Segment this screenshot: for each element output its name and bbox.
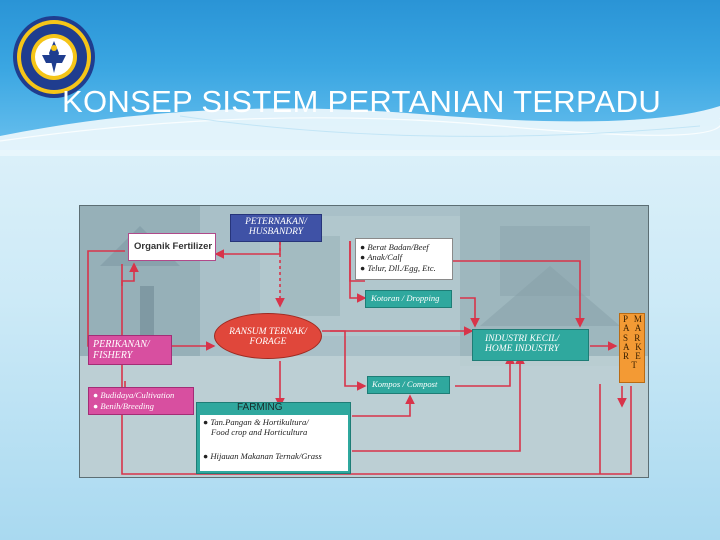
header-swoosh [0, 106, 720, 156]
forage-oval: RANSUM TERNAK/ FORAGE [214, 313, 322, 359]
organic-fertilizer-box: Organik Fertilizer [128, 233, 216, 261]
fishery-item-breeding: ● Benih/Breeding [93, 400, 154, 411]
market-box: P M A A S R A K R E T [619, 313, 645, 383]
compost-box: Kompos / Compost [367, 376, 450, 394]
farming-item-food-crop-en: Food crop and Horticultura [211, 427, 308, 438]
home-industry-label-2: HOME INDUSTRY [485, 343, 559, 354]
header-band [0, 0, 720, 156]
output-calf: ● Anak/Calf [360, 252, 403, 263]
output-egg: ● Telur, Dll./Egg, Etc. [360, 262, 436, 273]
forage-label-1: RANSUM TERNAK/ [229, 327, 307, 337]
farming-item-grass: ● Hijauan Makanan Ternak/Grass [203, 451, 322, 462]
farming-items: ● Tan.Pangan & Hortikultura/ Food crop a… [200, 415, 348, 471]
flow-arrows [87, 215, 632, 475]
fishery-label-1: PERIKANAN/ [93, 339, 150, 350]
university-seal-icon [13, 16, 95, 98]
husbandry-outputs-box: ● Berat Badan/Beef ● Anak/Calf ● Telur, … [355, 238, 453, 280]
forage-label-2: FORAGE [249, 337, 287, 348]
farming-item-food-crop: ● Tan.Pangan & Hortikultura/ [203, 417, 309, 427]
farming-box: FARMING ● Tan.Pangan & Hortikultura/ Foo… [196, 402, 351, 474]
dropping-box: Kotoran / Dropping [365, 290, 452, 308]
husbandry-label-1: PETERNAKAN/ [245, 217, 307, 227]
fishery-item-cultivation: ● Budidaya/Cultivation [93, 390, 175, 400]
husbandry-box: PETERNAKAN/ HUSBANDRY [230, 214, 322, 242]
home-industry-label-1: INDUSTRI KECIL/ [485, 334, 560, 344]
home-industry-box: INDUSTRI KECIL/ HOME INDUSTRY [472, 329, 589, 361]
fishery-box: PERIKANAN/ FISHERY [88, 335, 172, 365]
husbandry-label-2: HUSBANDRY [248, 226, 304, 237]
slide-title: KONSEP SISTEM PERTANIAN TERPADU [62, 84, 662, 119]
diagram-figure: Organik Fertilizer PETERNAKAN/ HUSBANDRY… [79, 205, 649, 478]
output-beef: ● Berat Badan/Beef [360, 242, 429, 252]
fishery-label-2: FISHERY [93, 349, 133, 361]
farming-title: FARMING [237, 402, 283, 413]
fishery-items-box: ● Budidaya/Cultivation ● Benih/Breeding [88, 387, 194, 415]
